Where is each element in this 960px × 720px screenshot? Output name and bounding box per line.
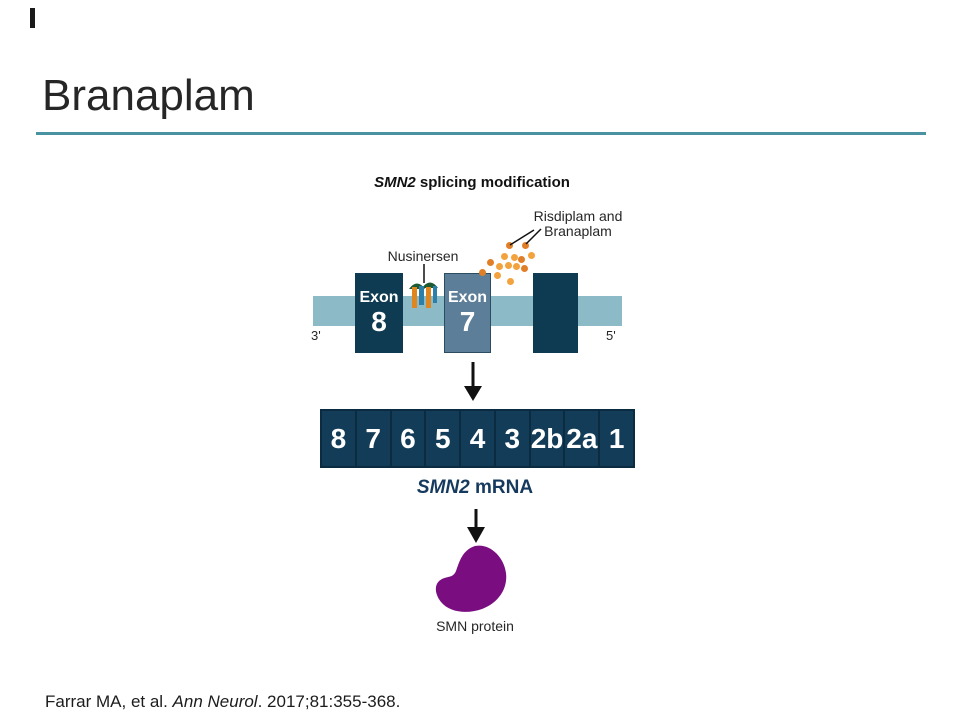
smn-protein-blob	[435, 545, 507, 612]
molecule-dot	[506, 242, 513, 249]
molecule-dot	[501, 253, 508, 260]
risdiplam-branaplam-label: Risdiplam and Branaplam	[518, 209, 638, 239]
translation-arrow	[467, 509, 485, 543]
molecule-dot	[518, 256, 525, 263]
molecule-dot	[513, 263, 520, 270]
diagram-title-rest: splicing modification	[415, 174, 570, 191]
molecule-dot	[487, 259, 494, 266]
five-prime-label: 5'	[606, 328, 616, 343]
mrna-exon-cell: 8	[330, 422, 347, 454]
exon-7-box: Exon 7	[444, 273, 491, 353]
risdiplam-label-line2: Branaplam	[544, 223, 612, 239]
mrna-exon-cell: 2b	[528, 411, 564, 466]
citation-journal: Ann Neurol	[172, 692, 258, 711]
exon-8-word: Exon	[359, 289, 399, 306]
molecule-dot	[505, 262, 512, 269]
mrna-exon-cell: 4	[459, 411, 494, 466]
mrna-caption-rest: mRNA	[469, 477, 534, 498]
diagram-title-gene: SMN2	[374, 174, 416, 191]
mrna-exon-row: 8 7 6 5 4 3 2b 2a 1	[320, 409, 635, 468]
exon-7-number: 7	[459, 306, 476, 337]
citation-details: . 2017;81:355-368.	[257, 692, 401, 711]
molecule-dot	[496, 263, 503, 270]
molecule-dot	[521, 265, 528, 272]
mrna-exon-cell: 5	[424, 411, 459, 466]
molecule-dot	[479, 269, 486, 276]
mrna-exon-cell: 2a	[563, 411, 598, 466]
risdiplam-label-line1: Risdiplam and	[533, 208, 623, 224]
splicing-arrow	[464, 362, 482, 401]
text-cursor-artifact	[30, 8, 35, 28]
exon-7-word: Exon	[447, 289, 488, 306]
diagram-title: SMN2 splicing modification	[322, 174, 622, 191]
molecule-dot	[494, 272, 501, 279]
page-title: Branaplam	[42, 71, 255, 120]
unlabeled-exon-box	[533, 273, 578, 353]
exon-8-number: 8	[371, 306, 387, 337]
mrna-exon-cell: 3	[493, 411, 529, 466]
mrna-exon-cell: 1	[598, 411, 633, 466]
three-prime-label: 3'	[311, 328, 321, 343]
mrna-exon-cell: 6	[389, 411, 425, 466]
smn-protein-label: SMN protein	[436, 618, 514, 634]
mrna-caption-gene: SMN2	[416, 477, 470, 498]
nusinersen-label: Nusinersen	[387, 248, 459, 264]
title-underline-rule	[36, 132, 926, 135]
molecule-dot	[522, 242, 529, 249]
citation: Farrar MA, et al. Ann Neurol. 2017;81:35…	[45, 692, 400, 712]
citation-authors: Farrar MA, et al.	[45, 692, 173, 711]
molecule-dot	[511, 254, 518, 261]
molecule-dot	[507, 278, 514, 285]
exon-8-box: Exon 8	[355, 273, 403, 353]
mrna-exon-cell: 7	[354, 411, 390, 466]
mrna-caption: SMN2 mRNA	[375, 477, 575, 499]
molecule-dot	[528, 252, 535, 259]
